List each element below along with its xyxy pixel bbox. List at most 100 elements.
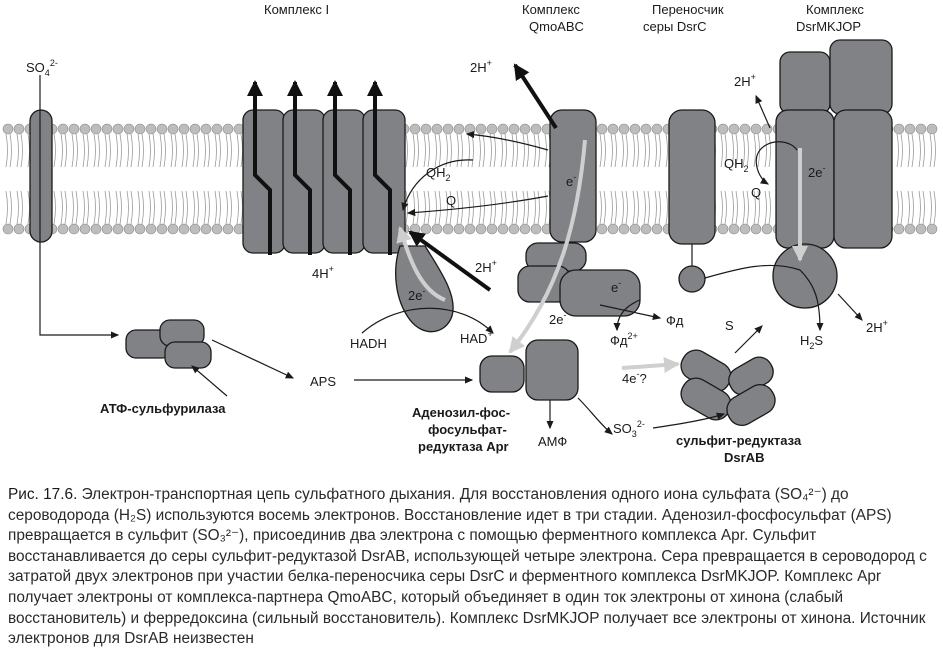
lipid-tail	[918, 133, 921, 168]
lipid-tail	[53, 133, 56, 168]
lipid-tail	[460, 190, 463, 225]
lipid-tail	[20, 133, 23, 168]
apr-label-line3: редуктаза Apr	[418, 439, 509, 454]
lipid-head	[640, 223, 652, 235]
lipid-tail	[108, 190, 111, 225]
lipid-tail	[632, 190, 635, 225]
lipid-tail	[493, 133, 496, 168]
lipid-head	[420, 123, 432, 135]
lipid-head	[134, 123, 146, 135]
lipid-tail	[929, 133, 932, 168]
lipid-tail	[185, 133, 188, 168]
lipid-head	[167, 123, 179, 135]
lipid-tail	[218, 190, 221, 225]
sulfur-label: S	[725, 318, 734, 333]
lipid-tail	[911, 133, 914, 168]
lipid-head	[618, 223, 630, 235]
lipid-tail	[174, 133, 177, 168]
complex-i	[242, 80, 406, 255]
lipid-tail	[764, 190, 767, 225]
lipid-tail	[478, 190, 481, 225]
lipid-tail	[460, 133, 463, 168]
dsrab-label-line1: сульфит-редуктаза	[676, 433, 802, 448]
dsrab-reductase	[680, 349, 776, 427]
lipid-tail	[515, 190, 518, 225]
lipid-head	[497, 223, 509, 235]
lipid-head	[90, 123, 102, 135]
complex-i-label: Комплекс I	[264, 2, 329, 17]
lipid-head	[750, 123, 762, 135]
lipid-tail	[625, 190, 628, 225]
aps-label: APS	[310, 374, 336, 389]
lipid-tail	[720, 133, 723, 168]
lipid-head	[508, 123, 520, 135]
lipid-tail	[599, 190, 602, 225]
lipid-head	[739, 123, 751, 135]
lipid-tail	[405, 190, 408, 225]
lipid-tail	[159, 190, 162, 225]
lipid-tail	[229, 190, 232, 225]
lipid-head	[211, 223, 223, 235]
lipid-tail	[636, 133, 639, 168]
lipid-head	[156, 123, 168, 135]
lipid-tail	[427, 133, 430, 168]
lipid-tail	[636, 190, 639, 225]
lipid-tail	[97, 190, 100, 225]
nadh-label: HADH	[350, 336, 387, 351]
figure-caption: Рис. 17.6. Электрон-транспортная цепь су…	[8, 485, 936, 650]
lipid-tail	[141, 133, 144, 168]
lipid-tail	[757, 190, 760, 225]
lipid-head	[508, 223, 520, 235]
lipid-tail	[533, 190, 536, 225]
lipid-tail	[82, 133, 85, 168]
lipid-tail	[93, 133, 96, 168]
lipid-tail	[108, 133, 111, 168]
lipid-head	[497, 123, 509, 135]
lipid-head	[156, 223, 168, 235]
lipid-tail	[456, 190, 459, 225]
sulfate-respiration-diagram: Комплекс I Комплекс QmoABC Переносчик се…	[2, 2, 938, 465]
lipid-tail	[768, 190, 771, 225]
lipid-head	[761, 123, 773, 135]
lipid-tail	[115, 133, 118, 168]
ferredoxin-label: Фд	[666, 313, 684, 328]
lipid-tail	[907, 190, 910, 225]
lipid-tail	[764, 133, 767, 168]
lipid-tail	[9, 133, 12, 168]
lipid-tail	[196, 190, 199, 225]
lipid-tail	[731, 133, 734, 168]
lipid-head	[189, 223, 201, 235]
lipid-tail	[207, 190, 210, 225]
lipid-head	[134, 223, 146, 235]
lipid-tail	[192, 190, 195, 225]
lipid-tail	[742, 133, 745, 168]
lipid-head	[123, 223, 135, 235]
lipid-head	[607, 223, 619, 235]
lipid-tail	[71, 190, 74, 225]
lipid-head	[904, 223, 916, 235]
lipid-head	[112, 123, 124, 135]
lipid-tail	[742, 190, 745, 225]
lipid-tail	[86, 133, 89, 168]
lipid-tail	[504, 133, 507, 168]
lipid-tail	[240, 133, 243, 168]
lipid-tail	[9, 190, 12, 225]
lipid-tail	[148, 133, 151, 168]
lipid-head	[728, 123, 740, 135]
apr-reductase	[479, 339, 579, 401]
lipid-head	[200, 123, 212, 135]
lipid-tail	[746, 133, 749, 168]
lipid-tail	[735, 133, 738, 168]
lipid-tail	[137, 133, 140, 168]
lipid-head	[717, 223, 729, 235]
lipid-tail	[137, 190, 140, 225]
lipid-tail	[423, 190, 426, 225]
amp-label: АМФ	[538, 434, 567, 449]
lipid-tail	[918, 190, 921, 225]
lipid-tail	[526, 190, 529, 225]
lipid-tail	[522, 133, 525, 168]
lipid-tail	[482, 133, 485, 168]
arm-electron-label: 2e-	[408, 286, 425, 303]
lipid-tail	[236, 133, 239, 168]
lipid-tail	[64, 190, 67, 225]
